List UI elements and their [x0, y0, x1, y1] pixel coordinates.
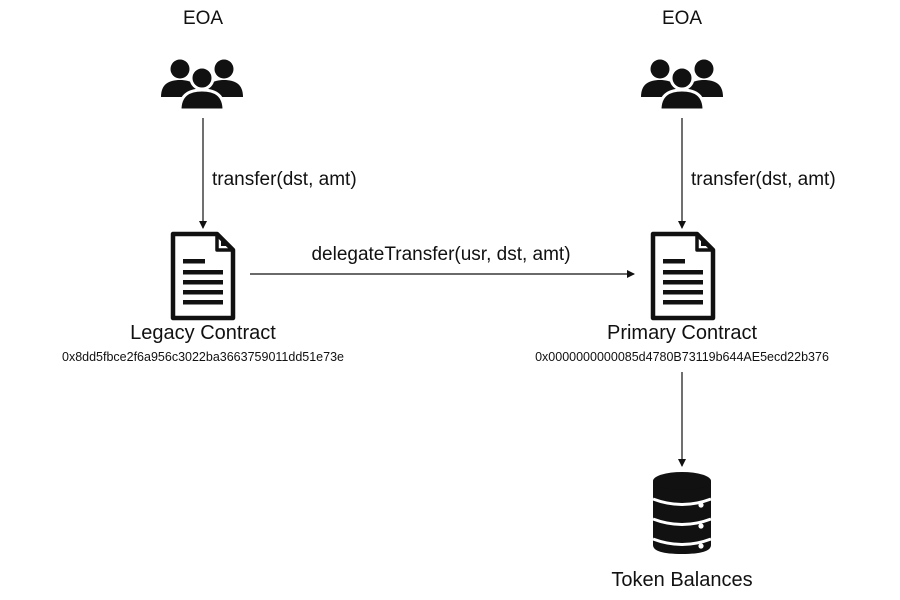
eoa-label-left: EOA: [182, 8, 224, 29]
eoa-label-right: EOA: [661, 8, 703, 29]
token-balances-label: Token Balances: [611, 569, 753, 591]
document-icon: [173, 234, 233, 318]
delegate-transfer-label: delegateTransfer(usr, dst, amt): [311, 244, 571, 265]
document-icon: [653, 234, 713, 318]
legacy-contract-name: Legacy Contract: [130, 322, 276, 344]
users-icon: [639, 58, 725, 112]
users-icon: [159, 58, 245, 112]
transfer-call-label-left: transfer(dst, amt): [212, 169, 357, 190]
primary-contract-address: 0x0000000000085d4780B73119b644AE5ecd22b3…: [535, 350, 829, 364]
database-icon: [652, 472, 712, 554]
legacy-contract-address: 0x8dd5fbce2f6a956c3022ba3663759011dd51e7…: [62, 350, 344, 364]
primary-contract-name: Primary Contract: [606, 322, 758, 344]
transfer-call-label-right: transfer(dst, amt): [691, 169, 836, 190]
